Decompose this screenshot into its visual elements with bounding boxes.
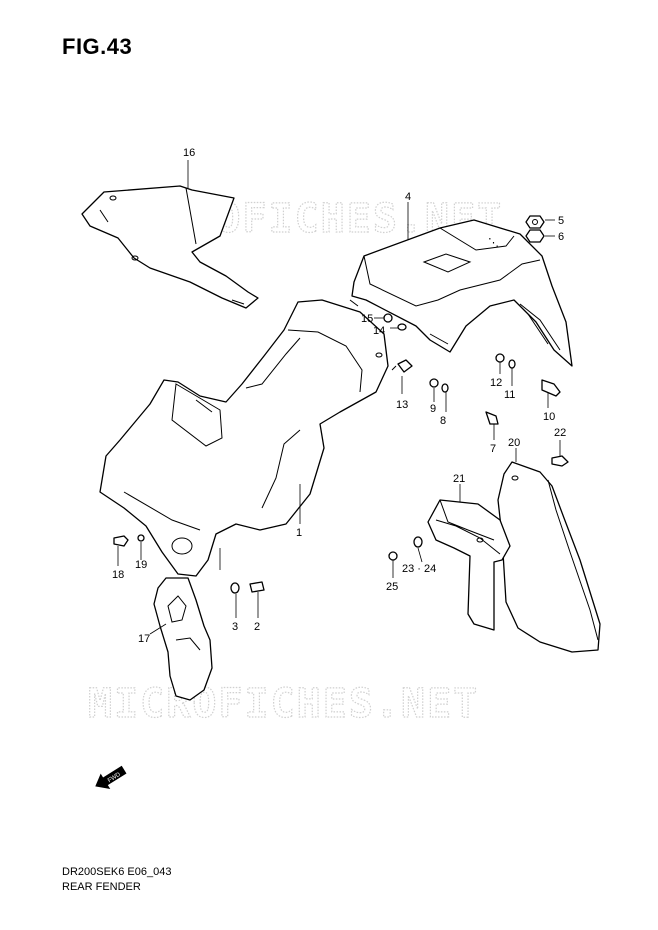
callouts: 16 4 5 6 15 14 13 9 8 12 11 10 7 20 21 2… [112, 147, 566, 645]
drawing-code: DR200SEK6 E06_043 [62, 866, 172, 878]
callout-9: 9 [430, 403, 436, 415]
callout-23-24: 23 · 24 [402, 563, 436, 575]
callout-25: 25 [386, 581, 398, 593]
callout-4: 4 [405, 191, 411, 203]
callout-7: 7 [490, 443, 496, 455]
part-17-side-piece [153, 577, 213, 701]
callout-13: 13 [396, 399, 408, 411]
callout-21: 21 [453, 473, 465, 485]
callout-17: 17 [138, 633, 150, 645]
fasteners [113, 215, 569, 594]
callout-20: 20 [508, 437, 520, 449]
callout-6: 6 [558, 231, 564, 243]
callout-19: 19 [135, 559, 147, 571]
callout-18: 18 [112, 569, 124, 581]
fender-decal-mark: ⋱ [488, 237, 499, 249]
callout-10: 10 [543, 411, 555, 423]
leader-lines [117, 160, 561, 635]
callout-5: 5 [558, 215, 564, 227]
part-20-mud-flap [497, 461, 601, 653]
callout-15: 15 [361, 313, 373, 325]
fwd-arrow-icon: FWD [95, 765, 127, 790]
callout-22: 22 [554, 427, 566, 439]
part-21-license-bracket [427, 499, 511, 631]
section-name: REAR FENDER [62, 881, 141, 893]
part-16-flap-bracket [81, 185, 259, 309]
callout-14: 14 [373, 325, 385, 337]
callout-11: 11 [504, 389, 515, 401]
watermark-bottom: MICROFICHES.NET [88, 681, 479, 727]
part-1-inner-fender [99, 299, 389, 577]
callout-16: 16 [183, 147, 195, 159]
callout-3: 3 [232, 621, 238, 633]
callout-2: 2 [254, 621, 260, 633]
figure-title: FIG.43 [62, 34, 133, 59]
part-4-rear-fender: ⋱ [349, 219, 573, 367]
callout-12: 12 [490, 377, 502, 389]
callout-1: 1 [296, 527, 302, 539]
callout-8: 8 [440, 415, 446, 427]
